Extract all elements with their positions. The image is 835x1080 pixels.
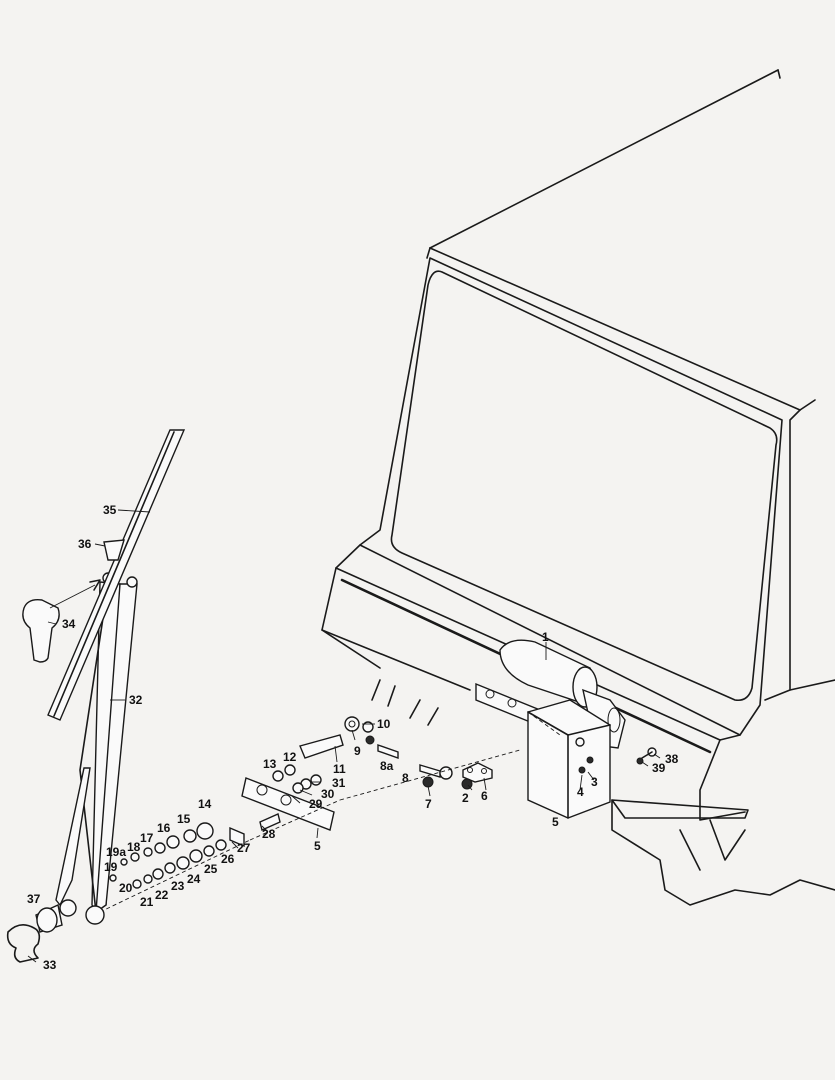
- cab-body: [359, 69, 835, 736]
- leader-lines: [27, 509, 661, 963]
- callout-20: 20: [119, 881, 133, 895]
- callout-3: 3: [591, 775, 598, 789]
- callout-16: 16: [157, 821, 171, 835]
- linkage-small-parts: [344, 716, 657, 790]
- callout-29: 29: [309, 797, 323, 811]
- spindle-parts: [99, 734, 521, 913]
- callout-35: 35: [103, 503, 117, 517]
- callout-7: 7: [425, 797, 432, 811]
- blade-clip: [103, 539, 125, 561]
- callout-39: 39: [652, 761, 666, 775]
- callout-8: 8: [402, 771, 409, 785]
- callout-31: 31: [332, 776, 346, 790]
- callout-4: 4: [577, 785, 584, 799]
- callout-28: 28: [262, 827, 276, 841]
- callout-5-plate: 5: [314, 839, 321, 853]
- gearbox: [527, 699, 611, 819]
- arm-cover: [22, 579, 101, 663]
- callout-17: 17: [140, 831, 154, 845]
- callout-32: 32: [129, 693, 143, 707]
- spindle-plate: [241, 777, 335, 831]
- callout-19: 19: [104, 860, 118, 874]
- callout-10: 10: [377, 717, 391, 731]
- callout-18: 18: [127, 840, 141, 854]
- callout-25: 25: [204, 862, 218, 876]
- callout-6: 6: [481, 789, 488, 803]
- callout-19a: 19a: [106, 845, 126, 859]
- callout-2: 2: [462, 791, 469, 805]
- callout-12: 12: [283, 750, 297, 764]
- wiper-blade: [47, 429, 186, 721]
- callout-22: 22: [155, 888, 169, 902]
- callout-34: 34: [62, 617, 76, 631]
- callout-21: 21: [140, 895, 154, 909]
- callout-27: 27: [237, 841, 251, 855]
- callout-26: 26: [221, 852, 235, 866]
- windscreen: [390, 270, 778, 702]
- callout-37: 37: [27, 892, 41, 906]
- callout-38: 38: [665, 752, 679, 766]
- callout-labels: 1 2 3 4 5 5 6 7 8 8a 9 10 11 12 13 14 15…: [27, 503, 679, 972]
- callout-33: 33: [43, 958, 57, 972]
- callout-15: 15: [177, 812, 191, 826]
- callout-24: 24: [187, 872, 201, 886]
- callout-8a: 8a: [380, 759, 394, 773]
- callout-14: 14: [198, 797, 212, 811]
- callout-23: 23: [171, 879, 185, 893]
- callout-36: 36: [78, 537, 92, 551]
- callout-9: 9: [354, 744, 361, 758]
- arm-outline: [6, 924, 41, 963]
- callout-11: 11: [333, 762, 346, 776]
- callout-13: 13: [263, 757, 277, 771]
- callout-1: 1: [542, 630, 549, 644]
- callout-30: 30: [321, 787, 335, 801]
- callout-5-motor: 5: [552, 815, 559, 829]
